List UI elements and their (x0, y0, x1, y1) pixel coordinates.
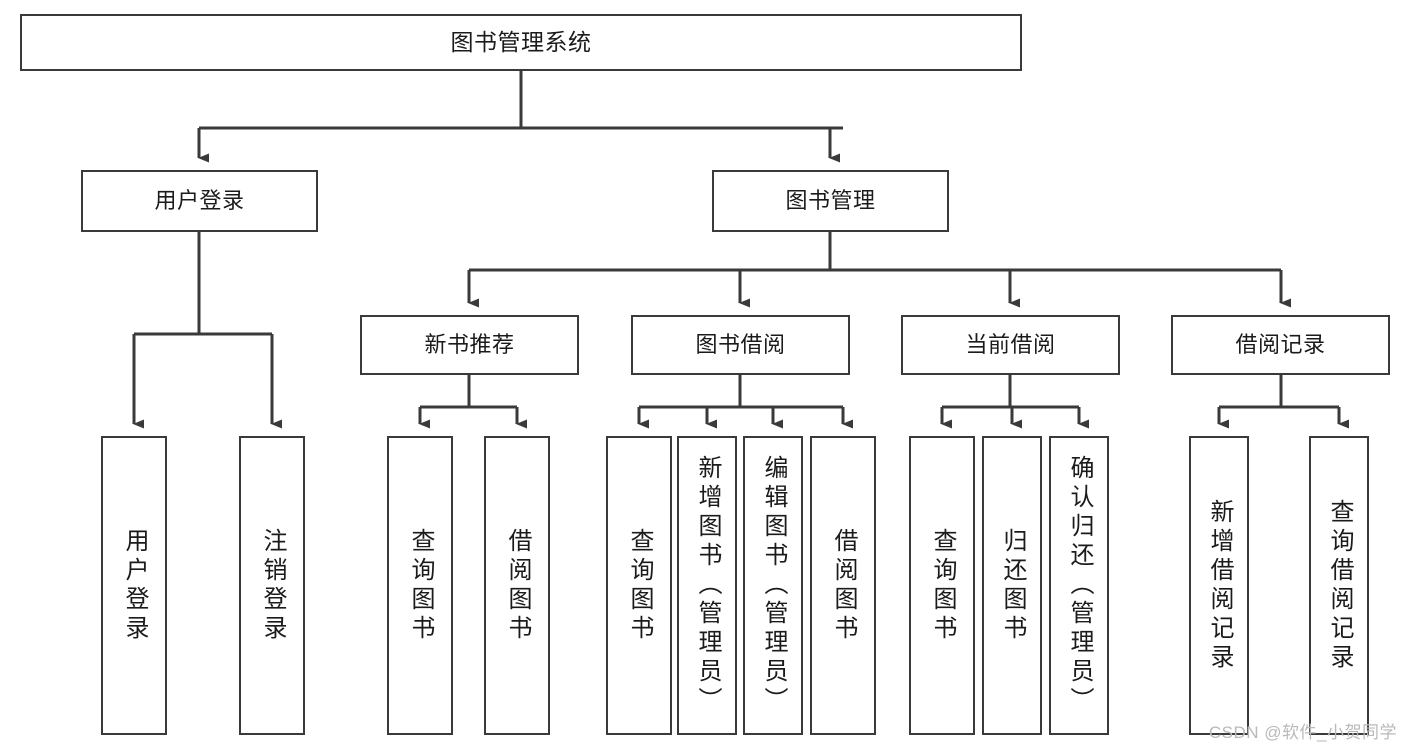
node-leaf-query-record-label: 查询借阅记录 (1326, 498, 1353, 673)
node-leaf-return-book-label: 归还图书 (999, 527, 1026, 644)
node-leaf-add-record[interactable]: 新增借阅记录 (1189, 436, 1249, 735)
node-leaf-borrow-book-1-label: 借阅图书 (504, 527, 531, 644)
node-leaf-borrow-book-2[interactable]: 借阅图书 (810, 436, 876, 735)
node-leaf-confirm-return-label: 确认归还（管理员） (1066, 455, 1093, 716)
node-leaf-query-book-2-label: 查询图书 (626, 527, 653, 644)
node-book-borrow[interactable]: 图书借阅 (631, 315, 850, 375)
node-user-login-label: 用户登录 (154, 188, 245, 214)
node-book-manage[interactable]: 图书管理 (712, 170, 949, 232)
node-leaf-edit-book-label: 编辑图书（管理员） (760, 455, 787, 716)
node-leaf-confirm-return[interactable]: 确认归还（管理员） (1049, 436, 1109, 735)
node-current-borrow[interactable]: 当前借阅 (901, 315, 1120, 375)
node-new-book-rec[interactable]: 新书推荐 (360, 315, 579, 375)
node-current-borrow-label: 当前借阅 (965, 332, 1056, 358)
node-leaf-return-book[interactable]: 归还图书 (982, 436, 1042, 735)
node-leaf-logout[interactable]: 注销登录 (239, 436, 305, 735)
node-borrow-record-label: 借阅记录 (1235, 332, 1326, 358)
node-leaf-user-login-label: 用户登录 (121, 527, 148, 644)
node-leaf-query-book-3[interactable]: 查询图书 (909, 436, 975, 735)
node-leaf-add-record-label: 新增借阅记录 (1206, 498, 1233, 673)
node-leaf-add-book[interactable]: 新增图书（管理员） (677, 436, 737, 735)
node-root[interactable]: 图书管理系统 (20, 14, 1022, 71)
node-leaf-logout-label: 注销登录 (259, 527, 286, 644)
node-leaf-user-login[interactable]: 用户登录 (101, 436, 167, 735)
node-leaf-query-book-3-label: 查询图书 (929, 527, 956, 644)
node-leaf-query-book-1[interactable]: 查询图书 (387, 436, 453, 735)
node-root-label: 图书管理系统 (450, 28, 592, 55)
node-leaf-query-record[interactable]: 查询借阅记录 (1309, 436, 1369, 735)
node-book-borrow-label: 图书借阅 (695, 332, 786, 358)
node-borrow-record[interactable]: 借阅记录 (1171, 315, 1390, 375)
node-book-manage-label: 图书管理 (785, 188, 876, 214)
node-new-book-rec-label: 新书推荐 (424, 332, 515, 358)
node-leaf-add-book-label: 新增图书（管理员） (694, 455, 721, 716)
node-leaf-query-book-2[interactable]: 查询图书 (606, 436, 672, 735)
node-leaf-edit-book[interactable]: 编辑图书（管理员） (743, 436, 803, 735)
node-leaf-borrow-book-2-label: 借阅图书 (830, 527, 857, 644)
node-leaf-query-book-1-label: 查询图书 (407, 527, 434, 644)
node-leaf-borrow-book-1[interactable]: 借阅图书 (484, 436, 550, 735)
node-user-login[interactable]: 用户登录 (81, 170, 318, 232)
